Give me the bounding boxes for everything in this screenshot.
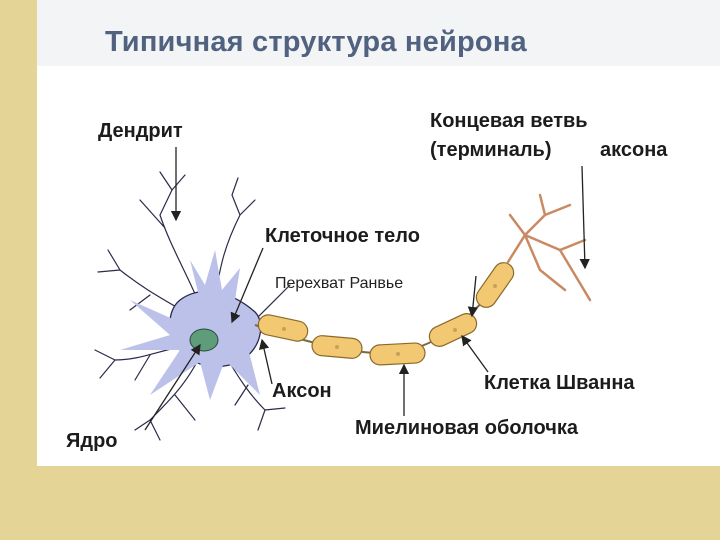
label-node-ranvier: Перехват Ранвье — [275, 275, 404, 292]
label-schwann-cell: Клетка Шванна — [484, 372, 635, 394]
page-title: Типичная структура нейрона — [105, 26, 527, 58]
label-cell-body: Клеточное тело — [265, 225, 420, 247]
slide-panel — [37, 0, 720, 466]
axon-terminal — [506, 193, 592, 302]
title-band — [37, 0, 720, 66]
label-axon: Аксон — [272, 380, 332, 402]
label-terminal-line2b: аксона — [600, 139, 668, 161]
label-dendrite: Дендрит — [98, 120, 183, 142]
label-terminal-line1: Концевая ветвь — [430, 110, 588, 132]
label-nucleus: Ядро — [66, 430, 118, 452]
nucleus-shape — [189, 328, 219, 352]
label-terminal-line2a: (терминаль) — [430, 139, 552, 161]
label-myelin-sheath: Миелиновая оболочка — [355, 417, 578, 439]
